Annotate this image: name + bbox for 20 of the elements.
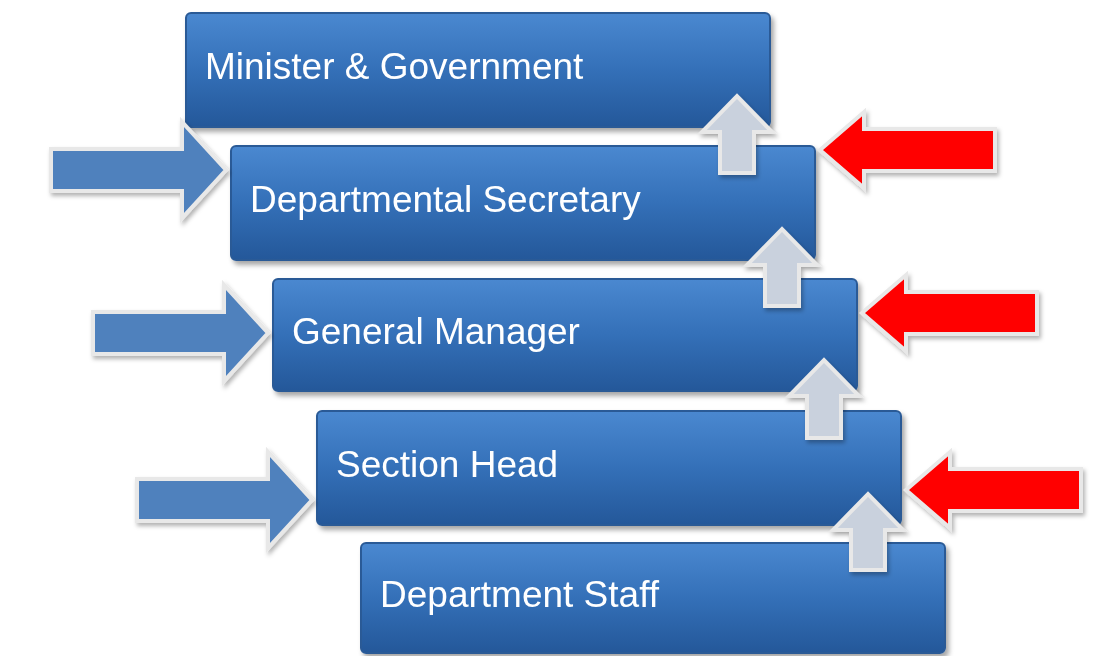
level-box <box>272 278 858 392</box>
block-arrow <box>49 116 229 224</box>
block-arrow <box>742 226 822 308</box>
block-arrow <box>91 279 271 387</box>
level-title: Minister & Government <box>205 44 584 89</box>
level-title: Departmental Secretary <box>250 177 641 222</box>
block-arrow <box>697 93 777 175</box>
block-arrow <box>902 447 1083 533</box>
block-arrow <box>784 357 864 440</box>
block-arrow <box>858 270 1039 356</box>
level-box <box>185 12 771 128</box>
level-box <box>316 410 902 526</box>
block-arrow <box>816 107 997 193</box>
block-arrow <box>135 446 315 554</box>
level-title: Section Head <box>336 442 559 487</box>
block-arrow <box>828 491 908 572</box>
level-box <box>230 145 816 261</box>
level-title: General Manager <box>292 309 580 354</box>
level-title: Department Staff <box>380 572 660 617</box>
level-box <box>360 542 946 654</box>
